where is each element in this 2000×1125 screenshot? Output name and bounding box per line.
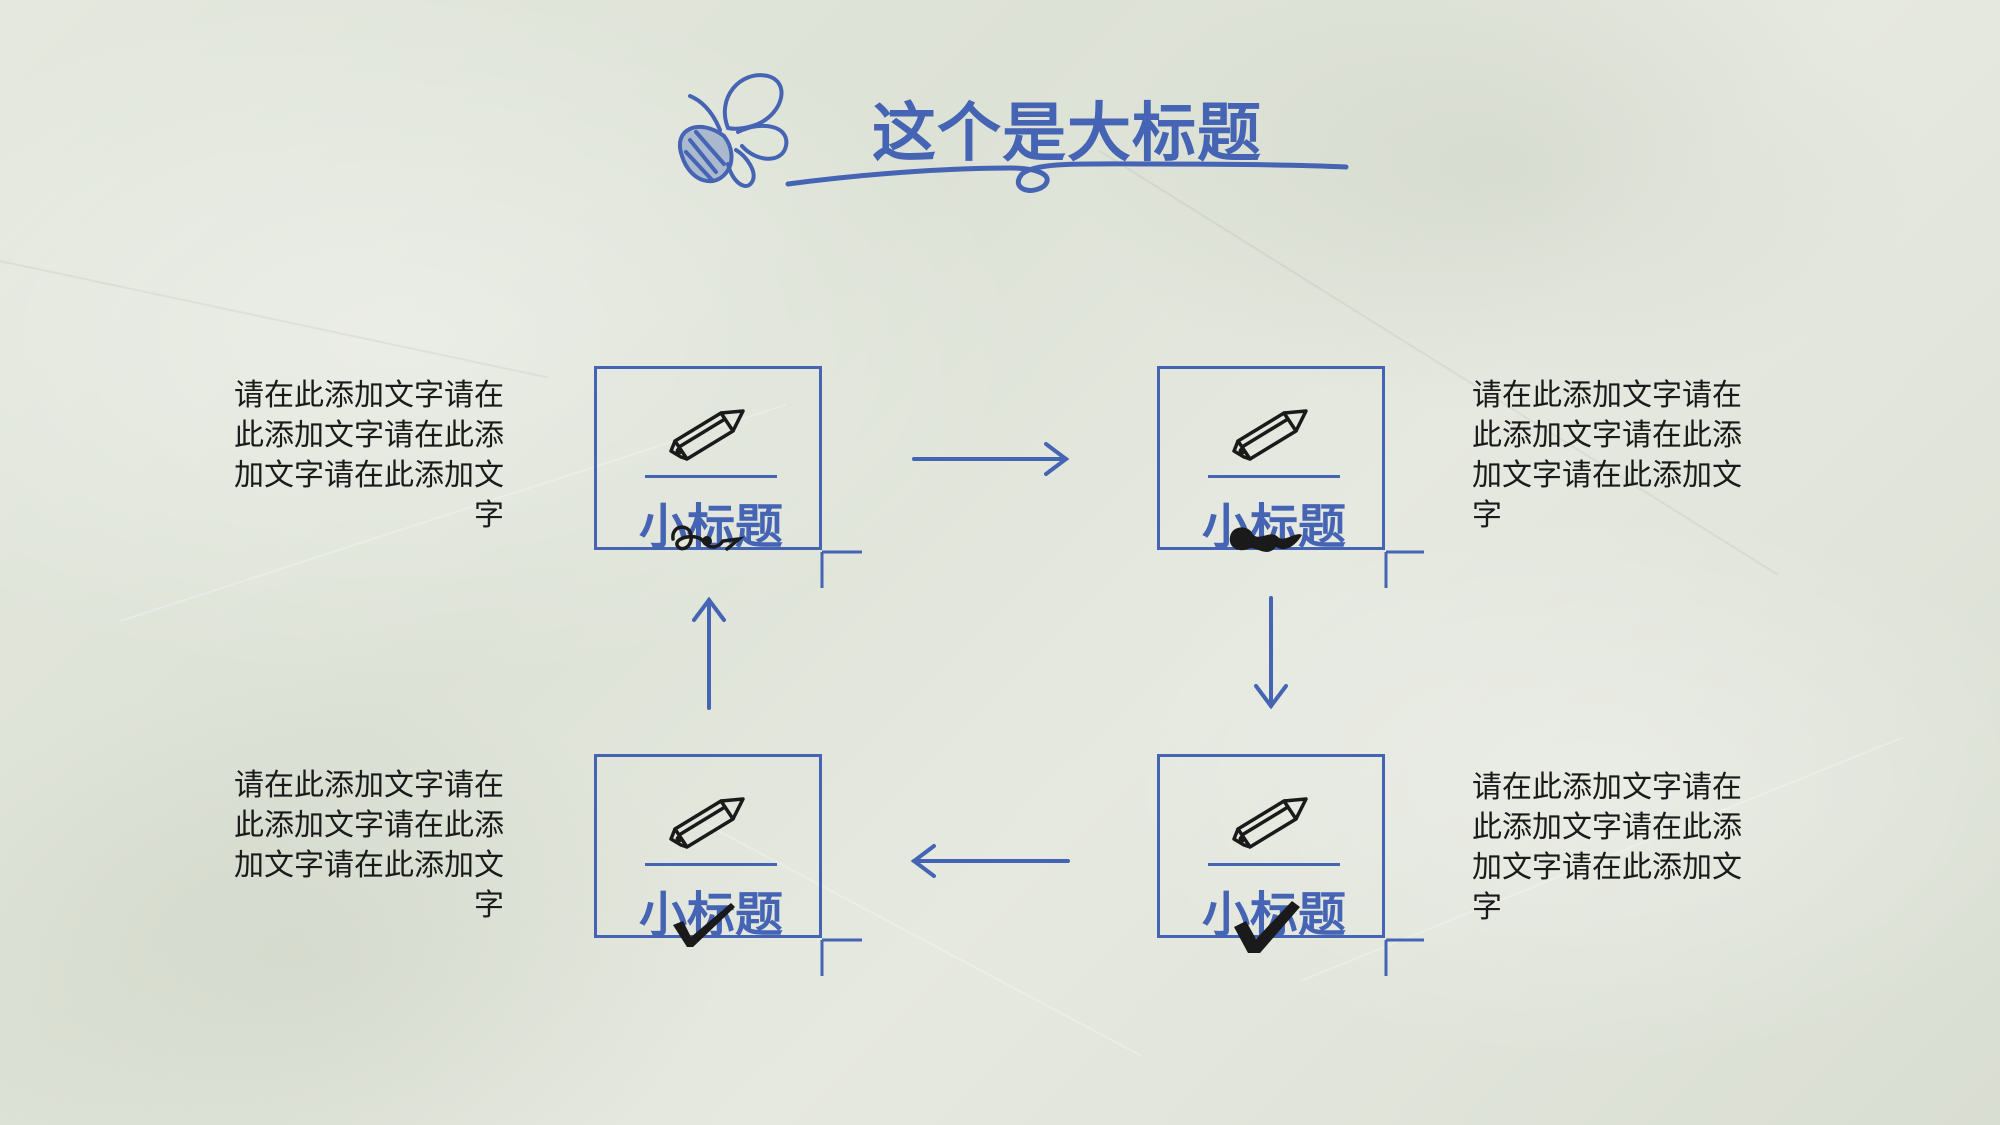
card-divider [1208, 475, 1340, 478]
pencil-icon [669, 797, 745, 849]
arrow-up-icon [692, 596, 726, 710]
corner-lines [820, 550, 1424, 976]
card-subtitle: 小标题 [638, 887, 783, 943]
card-divider [1208, 863, 1340, 866]
arrow-right-icon [912, 442, 1070, 476]
card-bottom-left: 小标题 [594, 754, 822, 947]
checkmark-icon [1234, 901, 1300, 953]
pencil-icon [1232, 409, 1308, 461]
card-divider [645, 863, 777, 866]
ink-blot-doodle-icon [1229, 527, 1302, 552]
description-bottom-right: 请在此添加文字请在此添加文字请在此添加文字请在此添加文字 [1472, 770, 1742, 925]
arrow-down-icon [1254, 596, 1288, 710]
slide-title: 这个是大标题 [872, 97, 1262, 171]
card-top-right: 小标题 [1157, 366, 1385, 555]
description-bottom-left: 请在此添加文字请在此添加文字请在此添加文字请在此添加文字 [234, 768, 504, 923]
butterfly-doodle-icon [678, 73, 789, 188]
scribble-doodle-icon [671, 525, 745, 551]
arrow-left-icon [910, 844, 1070, 878]
checkmark-icon [673, 903, 735, 947]
title-underline [785, 161, 1349, 193]
card-top-left: 小标题 [594, 366, 822, 555]
description-top-left: 请在此添加文字请在此添加文字请在此添加文字请在此添加文字 [234, 378, 504, 533]
description-top-right: 请在此添加文字请在此添加文字请在此添加文字请在此添加文字 [1472, 378, 1742, 533]
pencil-icon [669, 409, 745, 461]
pencil-icon [1232, 797, 1308, 849]
card-bottom-right: 小标题 [1157, 754, 1385, 953]
card-divider [645, 475, 777, 478]
